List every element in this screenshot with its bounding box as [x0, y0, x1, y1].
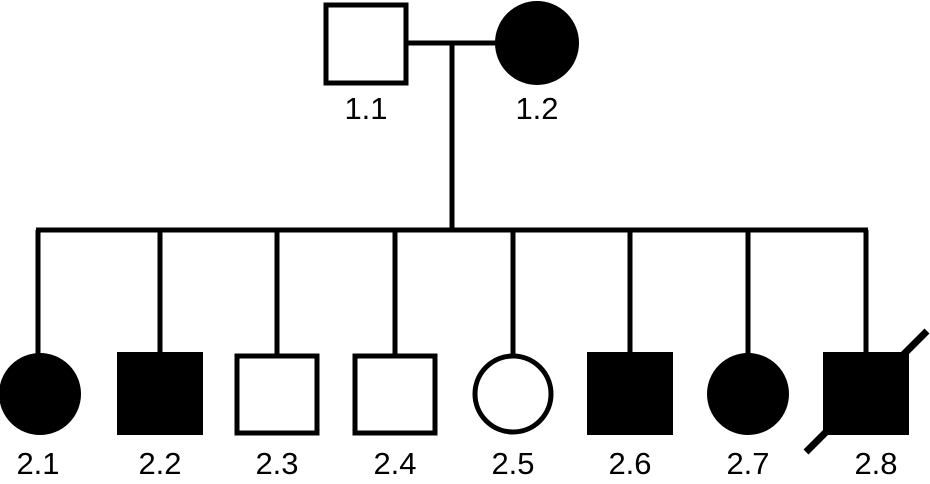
individual-2-1-circle-affected-female[interactable] [0, 353, 81, 435]
label-2-2: 2.2 [138, 446, 181, 481]
individual-2-7-circle-affected-female[interactable] [707, 353, 789, 435]
label-2-8: 2.8 [854, 446, 897, 481]
individual-2-5-circle-unaffected-female[interactable] [472, 353, 554, 435]
label-2-3: 2.3 [255, 446, 298, 481]
individual-1-2-circle-affected-female[interactable] [495, 1, 579, 85]
label-2-4: 2.4 [373, 446, 416, 481]
label-2-7: 2.7 [726, 446, 769, 481]
label-2-6: 2.6 [608, 446, 651, 481]
generation-2-labels: 2.1 2.2 2.3 2.4 2.5 2.6 2.7 2.8 [16, 446, 897, 481]
label-2-1: 2.1 [16, 446, 59, 481]
label-2-5: 2.5 [491, 446, 534, 481]
generation-2-symbols [0, 328, 930, 455]
generation-2-connectors [35, 227, 869, 358]
individual-2-2-square-affected-male[interactable] [117, 352, 203, 435]
individual-2-6-square-affected-male[interactable] [587, 352, 673, 435]
label-1-1: 1.1 [344, 91, 387, 126]
generation-1-labels: 1.1 1.2 [344, 91, 558, 126]
deceased-slash-icon-2-8 [803, 328, 930, 455]
generation-1-connectors [406, 40, 500, 232]
individual-2-4-square-unaffected-male[interactable] [352, 353, 438, 436]
generation-1-symbols [323, 1, 579, 86]
individual-2-3-square-unaffected-male[interactable] [234, 353, 320, 436]
label-1-2: 1.2 [515, 91, 558, 126]
individual-1-1-square-unaffected-male[interactable] [323, 2, 409, 86]
